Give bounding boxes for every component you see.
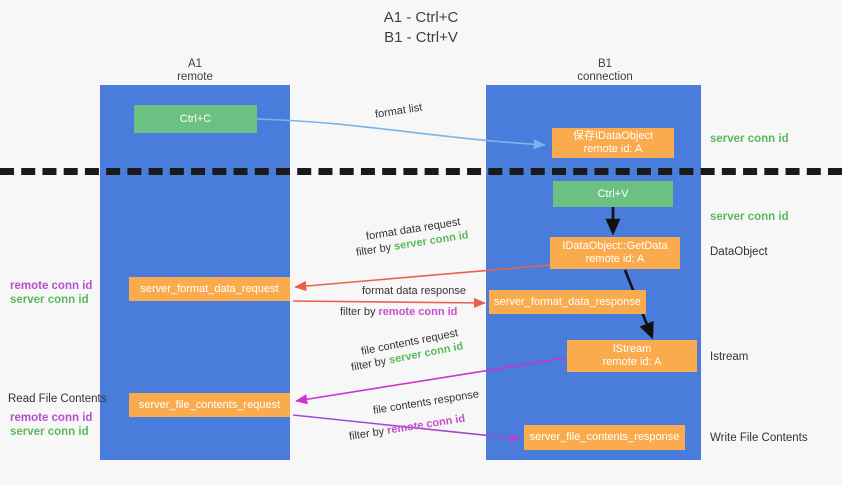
node-ctrl-v[interactable]: Ctrl+V	[553, 181, 673, 207]
caption-file-contents-response-filter: filter by remote conn id	[348, 412, 466, 444]
node-server-file-contents-request-label: server_file_contents_request	[138, 398, 281, 411]
label-remote-conn-id-2: remote conn id	[10, 412, 93, 424]
label-read-file-contents: Read File Contents	[8, 393, 107, 405]
title-line-2: B1 - Ctrl+V	[384, 29, 458, 46]
filter-prefix: filter by	[340, 306, 376, 318]
label-server-conn-id-2: server conn id	[10, 426, 89, 438]
node-server-file-contents-response[interactable]: server_file_contents_response	[524, 425, 685, 450]
node-ctrl-c[interactable]: Ctrl+C	[134, 105, 257, 133]
filter-prefix: filter by	[350, 355, 388, 374]
node-getdata[interactable]: IDataObject::GetData remote id: A	[550, 237, 680, 269]
lane-header-a1-name: A1	[187, 58, 203, 70]
node-ctrl-v-label: Ctrl+V	[597, 187, 629, 200]
node-save-idataobject-sub: remote id: A	[583, 143, 643, 155]
diagram-title: A1 - Ctrl+C B1 - Ctrl+V	[0, 8, 842, 48]
node-server-file-contents-response-label: server_file_contents_response	[529, 431, 680, 443]
arrow-format-data-response	[292, 297, 486, 309]
label-server-conn-id-second: server conn id	[710, 211, 789, 223]
filter-prefix: filter by	[348, 425, 386, 443]
filter-target-remote-conn-id: remote conn id	[386, 412, 466, 437]
phase-divider	[0, 168, 842, 175]
caption-format-data-response-filter: filter by remote conn id	[340, 305, 457, 319]
node-save-idataobject[interactable]: 保存IDataObject remote id: A	[552, 128, 674, 158]
lane-header-b1-sub: connection	[577, 71, 633, 83]
caption-format-data-response: format data response	[362, 285, 466, 297]
label-dataobject: DataObject	[710, 246, 768, 258]
lane-header-b1-name: B1	[597, 58, 613, 70]
node-server-format-data-response[interactable]: server_format_data_response	[489, 290, 646, 314]
title-line-1: A1 - Ctrl+C	[383, 9, 459, 26]
lane-header-a1-sub: remote	[177, 71, 213, 83]
filter-target-remote-conn-id: remote conn id	[378, 306, 458, 318]
label-server-conn-id-top: server conn id	[710, 133, 789, 145]
label-remote-conn-id-1: remote conn id	[10, 280, 93, 292]
label-group-conn-ids-1: remote conn id server conn id	[10, 279, 92, 307]
label-group-conn-ids-2: remote conn id server conn id	[10, 411, 92, 439]
node-server-format-data-response-label: server_format_data_response	[494, 295, 641, 308]
node-server-format-data-request-label: server_format_data_request	[140, 282, 279, 295]
node-istream[interactable]: IStream remote id: A	[567, 340, 697, 372]
node-istream-sub: remote id: A	[602, 356, 662, 368]
label-server-conn-id-1: server conn id	[10, 294, 89, 306]
node-server-file-contents-request[interactable]: server_file_contents_request	[129, 393, 290, 417]
label-istream: Istream	[710, 351, 749, 363]
caption-format-list: format list	[374, 101, 424, 121]
label-write-file-contents: Write File Contents	[710, 432, 808, 444]
node-getdata-label: IDataObject::GetData	[562, 240, 668, 252]
filter-prefix: filter by	[355, 241, 393, 259]
node-ctrl-c-label: Ctrl+C	[179, 112, 212, 125]
node-server-format-data-request[interactable]: server_format_data_request	[129, 277, 290, 301]
node-istream-label: IStream	[612, 343, 652, 355]
lane-header-a1: A1 remote	[120, 58, 270, 84]
node-save-idataobject-label: 保存IDataObject	[572, 130, 654, 142]
node-getdata-sub: remote id: A	[585, 253, 645, 265]
lane-header-b1: B1 connection	[530, 58, 680, 84]
